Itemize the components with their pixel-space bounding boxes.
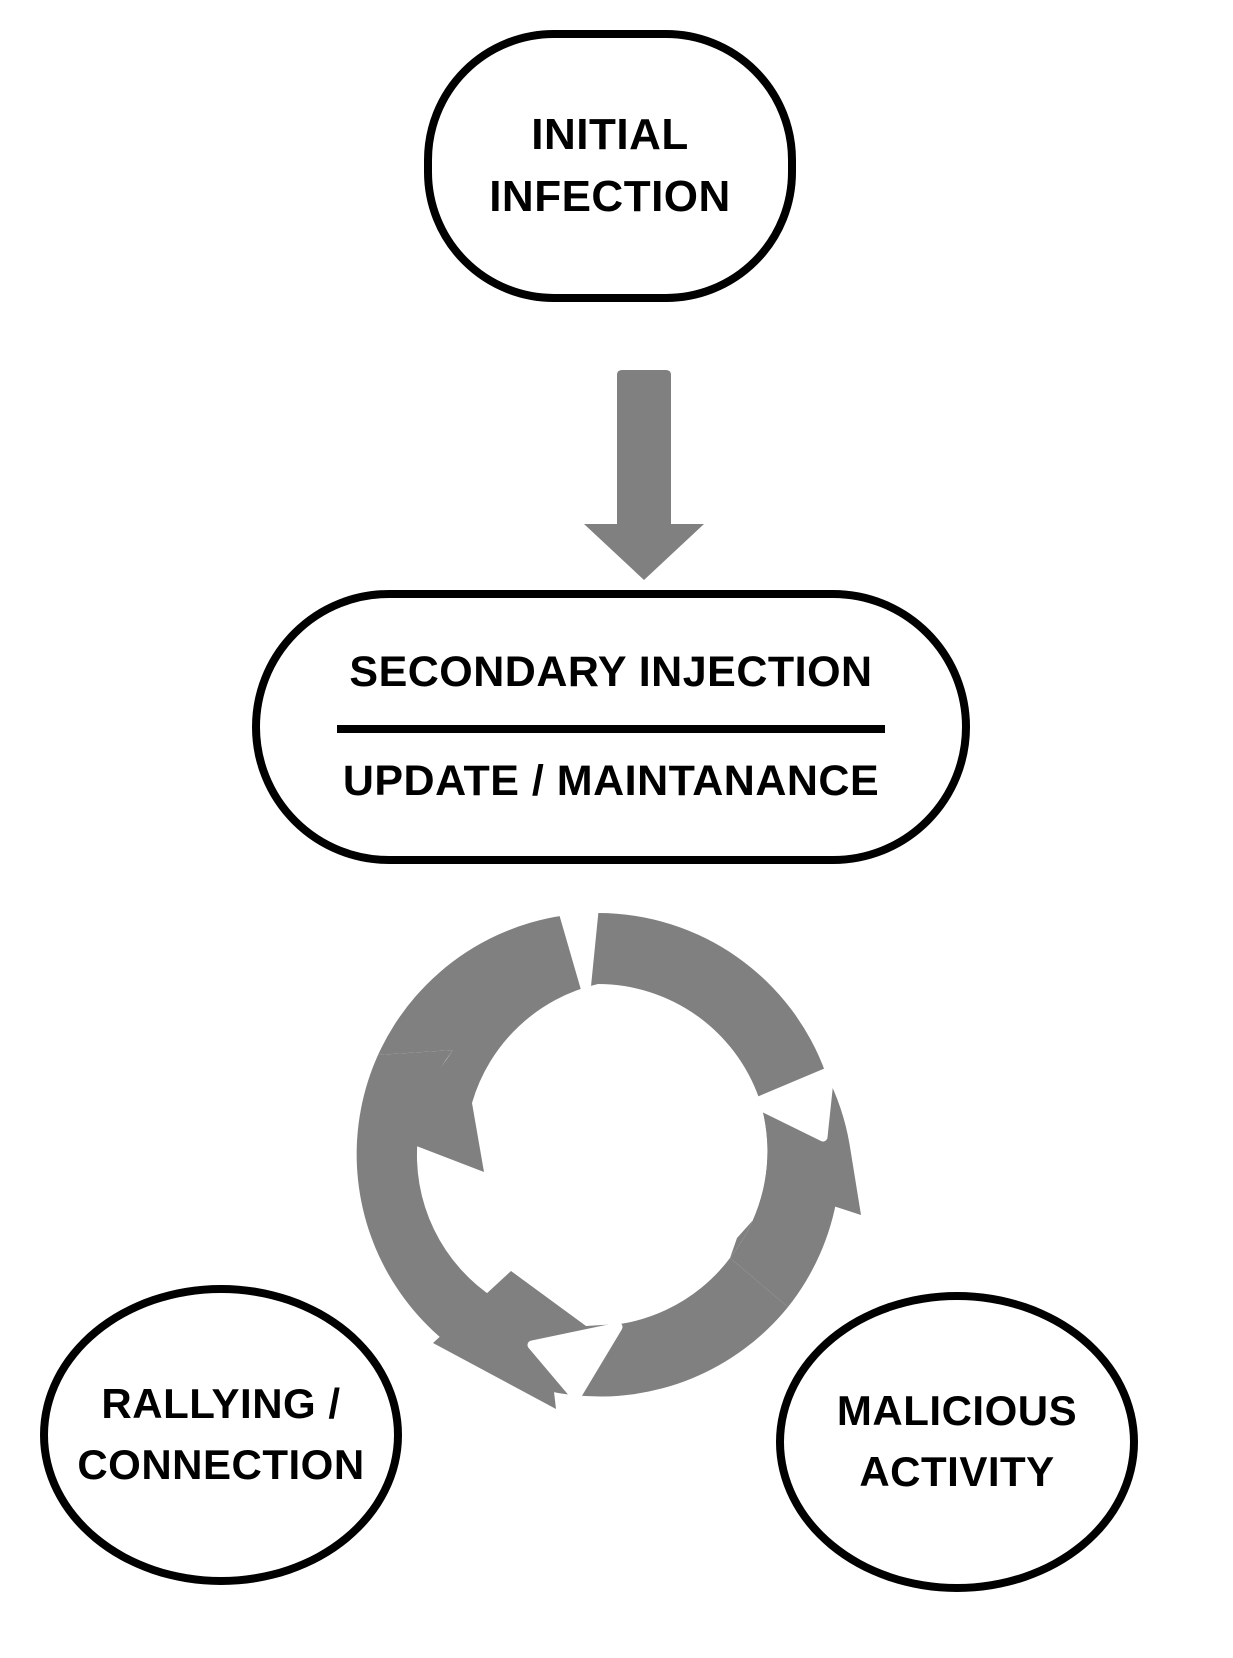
node-initial-infection-line-2: INFECTION [489, 172, 731, 221]
node-malicious-activity-line-2: ACTIVITY [859, 1448, 1055, 1495]
circular-arrows-icon [356, 906, 861, 1409]
down-block-arrow-icon [584, 370, 704, 580]
node-initial-infection[interactable]: INITIAL INFECTION [424, 30, 796, 302]
node-rallying-connection-line-1: RALLYING / [101, 1380, 341, 1428]
node-malicious-activity-line-1: MALICIOUS [836, 1387, 1078, 1435]
node-secondary-injection-line-2: UPDATE / MAINTANANCE [342, 756, 880, 805]
node-malicious-activity[interactable]: MALICIOUS ACTIVITY [776, 1292, 1138, 1592]
node-rallying-connection-line-2: CONNECTION [77, 1441, 365, 1488]
node-secondary-injection-stack: SECONDARY INJECTION UPDATE / MAINTANANCE [282, 646, 940, 809]
node-initial-infection-line-1: INITIAL [531, 109, 689, 159]
node-secondary-injection-line-1: SECONDARY INJECTION [349, 647, 873, 696]
node-secondary-injection-divider [337, 724, 885, 733]
node-rallying-connection[interactable]: RALLYING / CONNECTION [40, 1285, 402, 1585]
node-secondary-injection[interactable]: SECONDARY INJECTION UPDATE / MAINTANANCE [252, 590, 970, 864]
